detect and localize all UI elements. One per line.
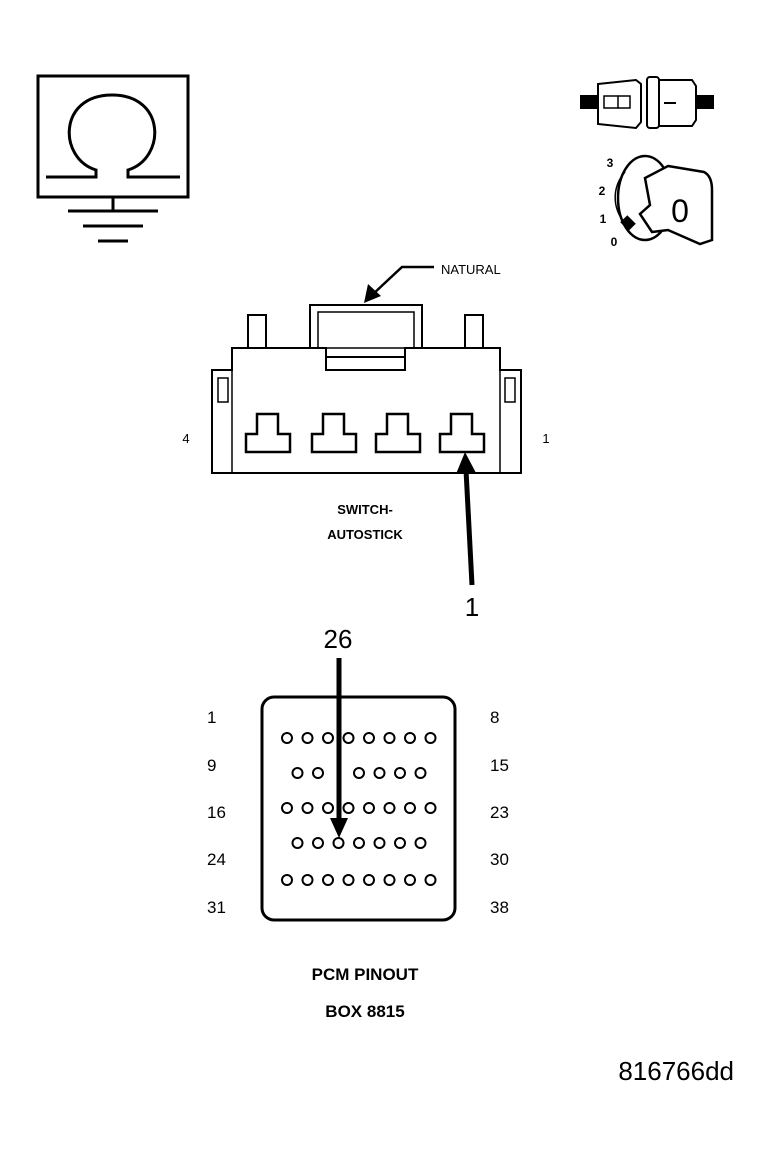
pcm-pin-grid xyxy=(281,732,437,886)
pcm-pin xyxy=(353,837,365,849)
pcm-left-row-labels: 1 9 16 24 31 xyxy=(207,708,226,917)
pcm-pin xyxy=(404,874,416,886)
pcm-pin xyxy=(424,732,437,744)
pcm-connector: 1 9 16 24 31 8 15 23 30 38 26 PCM PINOUT BOX 881… xyxy=(207,624,509,1021)
terminal-4 xyxy=(244,412,292,454)
pcm-row-start-label: 31 xyxy=(207,898,226,917)
pcm-pin xyxy=(291,767,304,779)
connector-pin-1-label: 1 xyxy=(542,431,549,446)
pcm-probe-label: 26 xyxy=(324,624,353,654)
pcm-pin xyxy=(414,837,427,849)
pcm-pin xyxy=(363,874,375,886)
pcm-pin xyxy=(332,837,345,849)
pcm-pin xyxy=(404,732,416,744)
connector-pin-4-label: 4 xyxy=(182,431,189,446)
ignition-position-2: 2 xyxy=(599,184,606,198)
pcm-pin xyxy=(301,802,314,814)
pcm-pin xyxy=(383,732,396,744)
pcm-pin xyxy=(301,732,314,744)
pcm-pin xyxy=(291,837,304,849)
terminal-3 xyxy=(310,412,358,454)
pcm-row-start-label: 24 xyxy=(207,850,226,869)
ignition-position-3: 3 xyxy=(607,156,614,170)
switch-probe-label: 1 xyxy=(465,592,479,622)
pcm-row-end-label: 30 xyxy=(490,850,509,869)
pcm-row-end-label: 38 xyxy=(490,898,509,917)
pcm-row-end-label: 23 xyxy=(490,803,509,822)
ignition-position-1: 1 xyxy=(600,212,607,226)
pcm-pin xyxy=(342,802,355,814)
pcm-title-line1: PCM PINOUT xyxy=(312,965,419,984)
pcm-pin xyxy=(322,802,334,814)
terminal-2 xyxy=(374,412,422,454)
pcm-title-line2: BOX 8815 xyxy=(325,1002,404,1021)
pcm-row-start-label: 16 xyxy=(207,803,226,822)
pcm-pin xyxy=(394,767,406,779)
ignition-key-label: 0 xyxy=(671,193,689,229)
connector-color-label: NATURAL xyxy=(441,262,501,277)
pcm-pin xyxy=(342,732,355,744)
pcm-row-start-label: 9 xyxy=(207,756,216,775)
pcm-pin xyxy=(424,802,437,814)
pcm-pin xyxy=(373,837,386,849)
terminal-1 xyxy=(438,412,486,454)
switch-connector: NATURAL 4 1 SWITCH- AUTOSTICK xyxy=(182,262,549,622)
pcm-pin xyxy=(404,802,416,814)
pcm-pin xyxy=(373,767,386,779)
pcm-pin xyxy=(363,802,375,814)
pcm-pin xyxy=(363,732,375,744)
pcm-pin xyxy=(394,837,406,849)
pcm-pin xyxy=(281,802,293,814)
pcm-pin xyxy=(301,874,314,886)
connector-disconnect-icon xyxy=(580,76,714,130)
ignition-key-icon: 3 2 1 0 0 xyxy=(599,154,714,249)
pcm-right-row-labels: 8 15 23 30 38 xyxy=(490,708,509,917)
pcm-pin xyxy=(312,767,324,779)
connector-name-line1: SWITCH- xyxy=(337,502,393,517)
pcm-pin xyxy=(281,732,293,744)
pcm-pin xyxy=(424,874,437,886)
pcm-row-start-label: 1 xyxy=(207,708,216,727)
pcm-pin xyxy=(353,767,365,779)
pcm-pin xyxy=(383,874,396,886)
figure-id: 816766dd xyxy=(618,1056,734,1086)
pcm-pin xyxy=(312,837,324,849)
ohmmeter-icon xyxy=(36,74,190,243)
pcm-pin xyxy=(342,874,355,886)
ignition-position-0: 0 xyxy=(611,235,618,249)
pcm-pin xyxy=(322,874,334,886)
pcm-row-end-label: 15 xyxy=(490,756,509,775)
pcm-row-end-label: 8 xyxy=(490,708,499,727)
pcm-pin xyxy=(383,802,396,814)
pcm-pin xyxy=(281,874,293,886)
pcm-pin xyxy=(322,732,334,744)
pcm-pin xyxy=(414,767,427,779)
connector-name-line2: AUTOSTICK xyxy=(327,527,403,542)
